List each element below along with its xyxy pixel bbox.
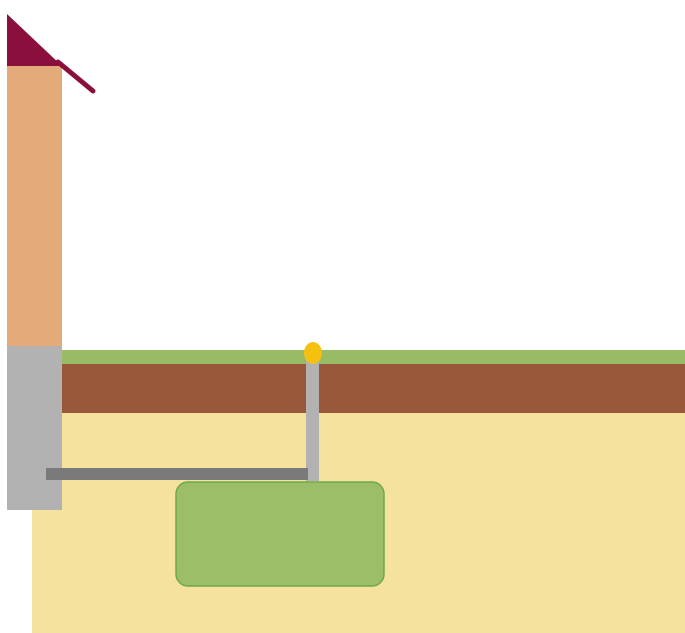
drain-pipe — [46, 468, 308, 480]
roof-eave — [55, 59, 96, 94]
roof-icon — [7, 14, 62, 66]
house-foundation — [7, 346, 62, 510]
septic-tank — [175, 481, 385, 587]
grass-layer — [62, 350, 685, 364]
house-wall — [7, 66, 62, 348]
vent-pipe — [306, 360, 319, 481]
topsoil-layer — [62, 364, 685, 413]
vent-cap-icon — [304, 342, 322, 364]
